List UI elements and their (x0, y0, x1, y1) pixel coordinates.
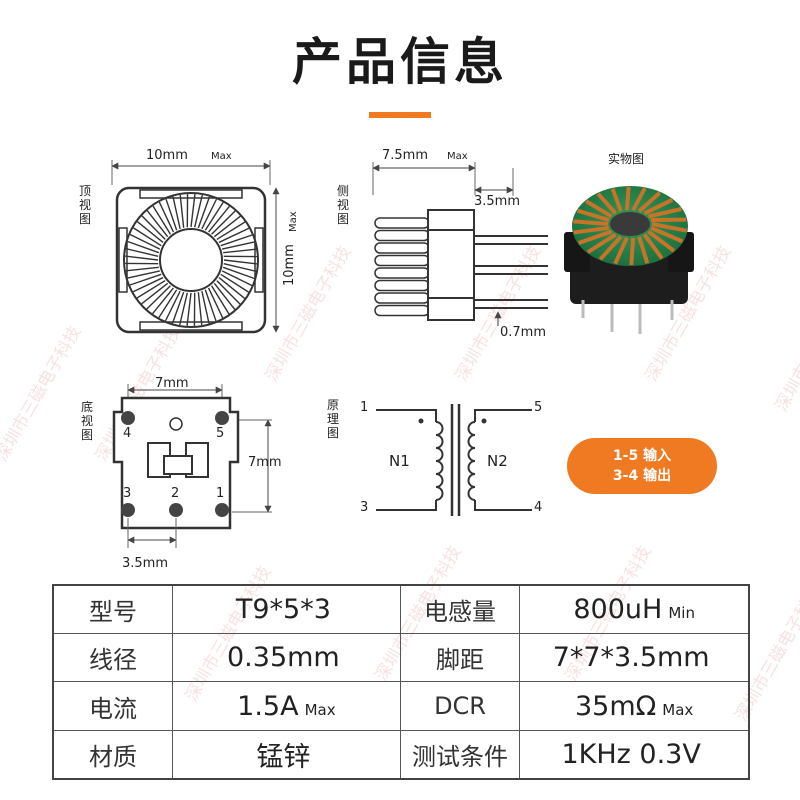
spec-key: 脚距 (399, 633, 521, 683)
bottom-pin-2: 2 (171, 486, 180, 501)
spec-unit: Max (304, 700, 336, 719)
spec-unit: Min (668, 604, 695, 623)
side-length-label: 7.5mm (382, 148, 429, 163)
spec-key-text: 电流 (89, 694, 137, 723)
top-height-label: 10mm (282, 244, 297, 286)
side-view-drawing (372, 162, 548, 326)
spec-value-text: 1KHz 0.3V (561, 738, 701, 770)
spec-value: 1KHz 0.3V (519, 729, 750, 780)
schematic-pin-5: 5 (534, 400, 543, 415)
spec-unit: Max (662, 700, 694, 719)
spec-value: 锰锌 (172, 729, 401, 780)
side-pin-diameter-label: 0.7mm (500, 325, 547, 340)
spec-value-text: 0.35mm (227, 642, 340, 674)
spec-value-text: 35mΩ (575, 690, 657, 722)
title-underline (369, 112, 431, 118)
schematic-pin-4: 4 (534, 500, 543, 515)
spec-key: 电流 (52, 681, 174, 731)
spec-key: 电感量 (399, 584, 521, 635)
pin-1-pad (215, 503, 229, 517)
spec-value: 1.5A Max (172, 681, 401, 731)
io-badge: 1-5 输入 3-4 输出 (567, 438, 717, 494)
top-view-drawing (111, 160, 280, 334)
bottom-view-label: 底视图 (80, 400, 93, 442)
top-width-suffix: Max (211, 151, 232, 162)
spec-row: 电流 1.5A Max DCR 35mΩ Max (52, 681, 750, 731)
bottom-width-label: 7mm (155, 376, 189, 391)
schematic-pin-3: 3 (360, 500, 369, 515)
product-photo (564, 186, 694, 334)
side-length-suffix: Max (447, 151, 468, 162)
spec-key-text: 线径 (89, 646, 137, 675)
spec-key-text: DCR (434, 692, 486, 721)
spec-row: 材质 锰锌 测试条件 1KHz 0.3V (52, 729, 750, 780)
spec-value-text: 1.5A (237, 690, 299, 722)
pin-2-pad (169, 503, 183, 517)
bottom-pin-3: 3 (123, 486, 132, 501)
photo-label: 实物图 (608, 152, 645, 166)
spec-value-text: 7*7*3.5mm (552, 642, 710, 674)
spec-value: T9*5*3 (172, 584, 401, 635)
spec-key: 测试条件 (399, 729, 521, 780)
pin-3-pad (121, 503, 135, 517)
spec-value-text: T9*5*3 (235, 594, 331, 626)
spec-key: 型号 (52, 584, 174, 635)
bottom-height-label: 7mm (248, 455, 282, 470)
top-core-hole (159, 228, 223, 292)
pin-4-pad (121, 411, 135, 425)
spec-key-text: 测试条件 (412, 742, 509, 771)
schematic-pin-1: 1 (360, 400, 369, 415)
bottom-pin-4: 4 (123, 426, 132, 441)
side-view-label: 侧视图 (336, 184, 349, 226)
spec-key: 线径 (52, 633, 174, 683)
schematic-drawing (376, 404, 532, 516)
spec-value-text: 800uH (573, 594, 663, 626)
spec-key-text: 电感量 (424, 598, 497, 627)
top-view-label: 顶视图 (78, 184, 91, 226)
spec-key: 材质 (52, 729, 174, 780)
top-height-suffix: Max (288, 211, 299, 232)
spec-value-text: 锰锌 (256, 741, 311, 773)
spec-value: 35mΩ Max (519, 681, 750, 731)
side-offset-label: 3.5mm (474, 194, 521, 209)
spec-value: 7*7*3.5mm (519, 633, 750, 683)
spec-value: 800uH Min (519, 584, 750, 635)
spec-key-text: 材质 (89, 742, 137, 771)
bottom-pitch-label: 3.5mm (122, 556, 169, 571)
spec-table: 型号 T9*5*3 电感量 800uH Min 线径 0.35mm 脚距 7*7*3.5mm 电流… (52, 584, 750, 780)
schematic-label: 原理图 (326, 398, 339, 440)
bottom-pin-1: 1 (216, 486, 225, 501)
spec-row: 型号 T9*5*3 电感量 800uH Min (52, 584, 750, 635)
page-title: 产品信息 (292, 33, 508, 91)
spec-key-text: 型号 (89, 598, 137, 627)
badge-line-input: 1-5 输入 (612, 448, 672, 464)
top-width-label: 10mm (146, 148, 188, 163)
side-base (427, 229, 475, 309)
spec-value: 0.35mm (172, 633, 401, 683)
bottom-pin-5: 5 (216, 426, 225, 441)
spec-key-text: 脚距 (436, 646, 485, 675)
drawings-canvas (111, 160, 694, 548)
winding-n2-label: N2 (487, 452, 508, 470)
bottom-view-drawing (112, 384, 272, 548)
spec-key: DCR (399, 681, 521, 731)
spec-row: 线径 0.35mm 脚距 7*7*3.5mm (52, 633, 750, 683)
winding-n1-label: N1 (389, 452, 410, 470)
pin-5-pad (215, 411, 229, 425)
badge-line-output: 3-4 输出 (612, 468, 672, 484)
